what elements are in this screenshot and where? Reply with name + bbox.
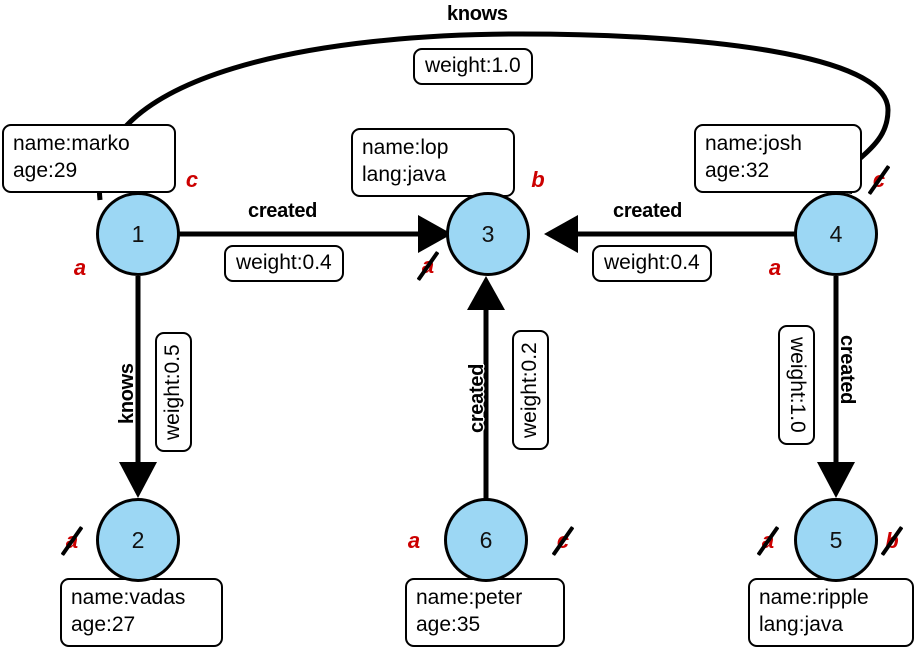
edge-4-to-3-created-arrowhead bbox=[544, 215, 578, 253]
edge-1-to-4-knows-label: knows bbox=[447, 3, 508, 25]
node-1-property-box: name:marko age:29 bbox=[2, 124, 176, 193]
node-5-property-box: name:ripple lang:java bbox=[748, 578, 914, 647]
edge-1-to-4-knows-path bbox=[97, 31, 891, 201]
edge-4-to-5-created-arrowhead bbox=[817, 462, 855, 498]
marker-node-6-a: a bbox=[407, 528, 421, 553]
edge-4-to-3-created-label: created bbox=[613, 200, 683, 222]
node-6[interactable]: 6 bbox=[444, 498, 528, 582]
edge-1-to-3-created-arrowhead bbox=[418, 215, 452, 253]
marker-node-3-b: b bbox=[531, 167, 545, 192]
node-6-prop-0: name:peter bbox=[416, 586, 523, 609]
edge-1-to-2-knows-label: knows bbox=[116, 363, 138, 424]
marker-node-5-a: a bbox=[756, 525, 780, 557]
node-3-prop-1: lang:java bbox=[362, 162, 447, 186]
node-5[interactable]: 5 bbox=[794, 498, 878, 582]
node-6-prop-1: age:35 bbox=[416, 612, 481, 636]
node-4-prop-1: age:32 bbox=[705, 158, 770, 182]
node-4-prop-0: name:josh bbox=[705, 132, 802, 155]
marker-node-2-a: a bbox=[60, 525, 84, 557]
edge-1-to-3-weight-box: weight:0.4 bbox=[224, 245, 344, 283]
edge-4-to-5-created-label: created bbox=[836, 335, 858, 405]
edge-6-to-3-weight-box: weight:0.2 bbox=[512, 330, 550, 450]
marker-node-3-a: a bbox=[416, 250, 440, 282]
edge-6-to-3-created-label: created bbox=[466, 363, 488, 433]
node-2[interactable]: 2 bbox=[96, 498, 180, 582]
node-5-prop-0: name:ripple bbox=[759, 586, 869, 609]
node-2-property-box: name:vadas age:27 bbox=[60, 578, 223, 647]
node-1-prop-1: age:29 bbox=[13, 158, 78, 182]
marker-node-1-a: a bbox=[73, 255, 87, 280]
node-3-prop-0: name:lop bbox=[362, 136, 449, 159]
edge-1-to-2-weight-box: weight:0.5 bbox=[155, 332, 193, 452]
node-1-prop-0: name:marko bbox=[13, 132, 130, 155]
marker-node-4-a: a bbox=[768, 255, 782, 280]
edge-1-to-2-knows-arrowhead bbox=[119, 462, 157, 498]
edge-1-to-3-created-label: created bbox=[248, 200, 318, 222]
edge-4-to-5-weight-box: weight:1.0 bbox=[777, 325, 815, 445]
edge-4-to-3-weight-box: weight:0.4 bbox=[592, 245, 712, 283]
edge-1-to-4-weight-box: weight:1.0 bbox=[413, 48, 533, 86]
node-1[interactable]: 1 bbox=[96, 192, 180, 276]
marker-node-4-c: c bbox=[867, 164, 891, 196]
node-3[interactable]: 3 bbox=[446, 192, 530, 276]
node-3-property-box: name:lop lang:java bbox=[351, 128, 515, 197]
node-6-property-box: name:peter age:35 bbox=[405, 578, 565, 647]
node-4[interactable]: 4 bbox=[794, 192, 878, 276]
node-4-property-box: name:josh age:32 bbox=[694, 124, 862, 193]
node-2-prop-1: age:27 bbox=[71, 612, 136, 636]
node-5-prop-1: lang:java bbox=[759, 612, 844, 636]
marker-node-6-c: c bbox=[551, 525, 575, 557]
marker-node-5-b: b bbox=[880, 525, 904, 557]
marker-node-1-c: c bbox=[185, 167, 199, 192]
node-2-prop-0: name:vadas bbox=[71, 586, 186, 609]
edge-6-to-3-created-arrowhead bbox=[467, 276, 505, 310]
